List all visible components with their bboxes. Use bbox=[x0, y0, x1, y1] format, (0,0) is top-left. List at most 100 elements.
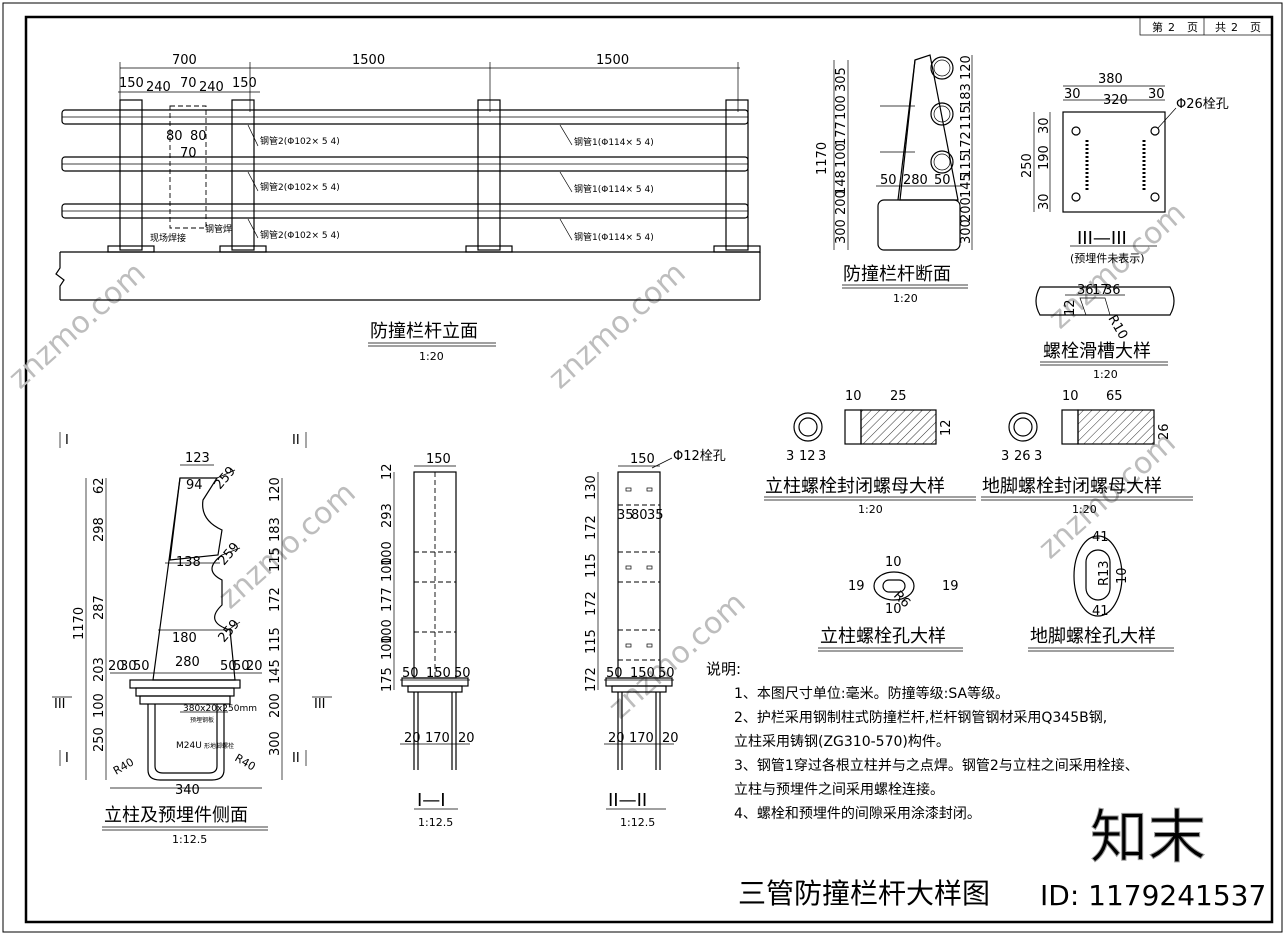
page-unit: 页 bbox=[1187, 21, 1198, 34]
dim: 150 bbox=[426, 666, 451, 681]
dim: 100 bbox=[380, 541, 395, 566]
dim: 25 bbox=[890, 389, 907, 404]
dim: 12 bbox=[380, 463, 395, 480]
dim: 50 bbox=[233, 659, 250, 674]
dim: 250 bbox=[1020, 153, 1035, 178]
cut-mark: III bbox=[54, 697, 66, 712]
hole-label: Φ12栓孔 bbox=[673, 449, 726, 464]
view-scale: 1:12.5 bbox=[172, 833, 207, 846]
view-scale: 1:20 bbox=[893, 292, 918, 305]
dim: 10 bbox=[1062, 389, 1079, 404]
dim: 250 bbox=[92, 727, 107, 752]
dim: 115 bbox=[268, 547, 283, 572]
dim: 138 bbox=[176, 555, 201, 570]
dim: 3 bbox=[786, 449, 794, 464]
dim: 30 bbox=[1037, 117, 1052, 134]
dim: 305 bbox=[834, 67, 849, 92]
dim: 340 bbox=[175, 783, 200, 798]
dim: 177 bbox=[380, 587, 395, 612]
dim: 240 bbox=[146, 80, 171, 95]
dim: 240 bbox=[199, 80, 224, 95]
column-nut-view: 10 25 12 3 12 3 立柱螺栓封闭螺母大样 1:20 bbox=[764, 389, 976, 516]
plate-view: 380 30 320 30 250 30 190 30 Φ26栓孔 III—II… bbox=[1020, 72, 1229, 265]
column-hole-view: 10 10 19 19 R6 立柱螺栓孔大样 bbox=[818, 555, 963, 652]
dim: 115 bbox=[959, 105, 974, 130]
dim: 172 bbox=[584, 515, 599, 540]
inner-border bbox=[24, 15, 1274, 924]
dim: 100 bbox=[380, 635, 395, 660]
dim: 94 bbox=[186, 478, 203, 493]
dim: 145 bbox=[268, 659, 283, 684]
dim: 298 bbox=[92, 517, 107, 542]
dim: 150 bbox=[426, 452, 451, 467]
dim: 19 bbox=[848, 579, 865, 594]
dim: 190 bbox=[1037, 145, 1052, 170]
plate-sub: 预埋钢板 bbox=[190, 716, 214, 724]
dim: 172 bbox=[584, 591, 599, 616]
dim: 115 bbox=[268, 627, 283, 652]
dim: 100 bbox=[92, 693, 107, 718]
dim: 35 bbox=[617, 508, 634, 523]
dim: 287 bbox=[92, 595, 107, 620]
dim: 115 bbox=[959, 153, 974, 178]
dim: R13 bbox=[1097, 560, 1112, 586]
dim: 20 bbox=[108, 659, 125, 674]
weld-label: 现场焊接 bbox=[150, 232, 186, 244]
dim: 177 bbox=[834, 121, 849, 146]
pipe-label: 钢管2(Φ102× 5 4) bbox=[260, 181, 340, 193]
dim: 280 bbox=[175, 655, 200, 670]
dim: R40 bbox=[233, 751, 258, 773]
view-title: 防撞栏杆断面 bbox=[843, 264, 951, 285]
pipe-label: 钢管2(Φ102× 5 4) bbox=[260, 135, 340, 147]
dim: 65 bbox=[1106, 389, 1123, 404]
dim: 1500 bbox=[352, 53, 385, 68]
dim: 100 bbox=[834, 143, 849, 168]
dim: 259 bbox=[216, 617, 243, 646]
pipe-label: 钢管2(Φ102× 5 4) bbox=[260, 229, 340, 241]
view-scale: 1:20 bbox=[419, 350, 444, 363]
note-line: 立柱与预埋件之间采用螺栓连接。 bbox=[734, 781, 944, 798]
dim: 20 bbox=[608, 731, 625, 746]
anchor-nut-view: 10 65 26 3 26 3 地脚螺栓封闭螺母大样 1:20 bbox=[981, 389, 1193, 516]
dim: 172 bbox=[268, 587, 283, 612]
dim: 20 bbox=[246, 659, 263, 674]
dim: 80 bbox=[166, 129, 183, 144]
dim: 20 bbox=[404, 731, 421, 746]
watermark: znzmo.com bbox=[542, 255, 693, 396]
dim: 380 bbox=[1098, 72, 1123, 87]
dim: 100 bbox=[380, 619, 395, 644]
page-info-box: 第 2 页 共 2 页 bbox=[1139, 16, 1273, 36]
dim: 100 bbox=[834, 95, 849, 120]
dim: 100 bbox=[380, 557, 395, 582]
column-side-view: I II III III I II 259 259 259 123 94 138… bbox=[52, 432, 332, 846]
dim: 150 bbox=[630, 666, 655, 681]
dim: 170 bbox=[629, 731, 654, 746]
dim: 123 bbox=[185, 451, 210, 466]
notes-heading: 说明: bbox=[706, 660, 741, 678]
dim: 115 bbox=[584, 629, 599, 654]
main-title: 三管防撞栏杆大样图 bbox=[738, 877, 990, 910]
total-label: 共 bbox=[1215, 21, 1226, 34]
dim: 17 bbox=[1092, 283, 1109, 298]
dim: 203 bbox=[92, 657, 107, 682]
dim: 70 bbox=[180, 76, 197, 91]
dim: 30 bbox=[120, 659, 137, 674]
bolt-note: M24U bbox=[176, 741, 202, 751]
dim: 1170 bbox=[72, 607, 87, 640]
brand-id: ID: 1179241537 bbox=[1040, 879, 1266, 912]
dim: 200 bbox=[834, 190, 849, 215]
dim: 70 bbox=[180, 146, 197, 161]
total-no: 2 bbox=[1231, 21, 1238, 34]
anchor-hole-view: 41 41 R13 10 地脚螺栓孔大样 bbox=[1028, 530, 1174, 652]
dim: 148 bbox=[834, 170, 849, 195]
watermark: znzmo.com bbox=[602, 585, 753, 726]
cut-mark: I bbox=[65, 751, 69, 766]
dim: 115 bbox=[584, 553, 599, 578]
dim: 300 bbox=[268, 731, 283, 756]
dim: 20 bbox=[458, 731, 475, 746]
elevation-view: 700 1500 1500 150 240 70 240 150 80 80 7… bbox=[55, 53, 761, 363]
note-line: 3、钢管1穿过各根立柱并与之点焊。钢管2与立柱之间采用栓接、 bbox=[734, 757, 1139, 774]
dim: 145 bbox=[959, 173, 974, 198]
dim: 50 bbox=[454, 666, 471, 681]
